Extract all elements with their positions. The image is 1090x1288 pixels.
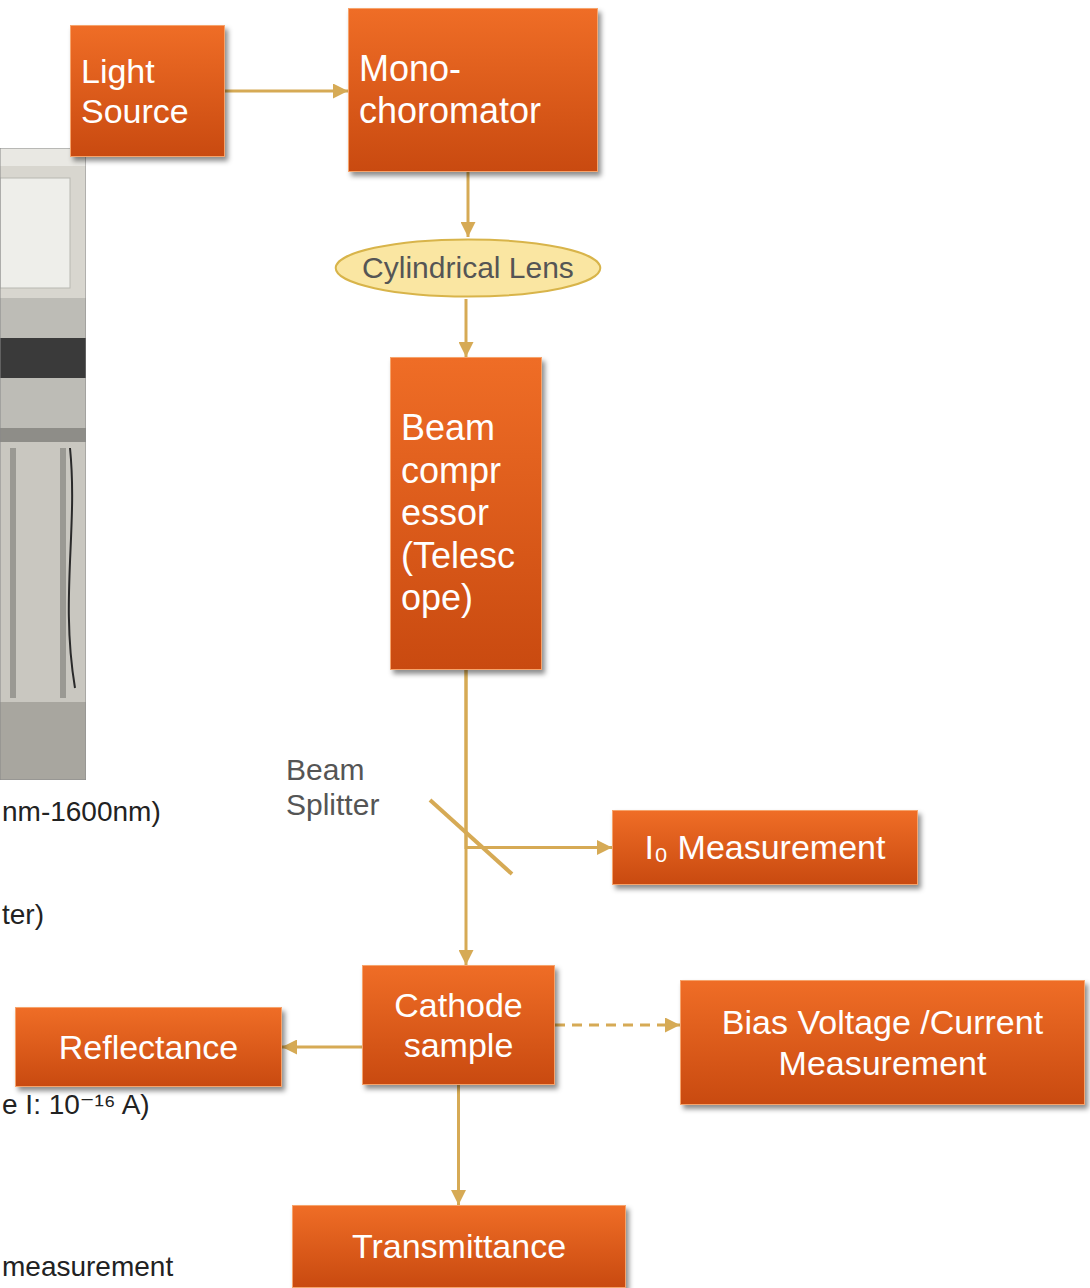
photo-device bbox=[0, 338, 86, 378]
photo-cable bbox=[69, 448, 75, 688]
source-box: Light Source bbox=[70, 25, 225, 157]
process-box: Mono- choromator bbox=[348, 8, 598, 172]
measurement-box: Transmittance bbox=[292, 1205, 626, 1288]
node-text: I₀ Measurement bbox=[645, 827, 886, 867]
lab-photo bbox=[0, 148, 86, 780]
cropped-note: e I: 10⁻¹⁶ A) bbox=[2, 1088, 262, 1121]
beam-splitter bbox=[430, 800, 512, 874]
node-text: Cathode sample bbox=[373, 985, 544, 1065]
cropped-note: ter) bbox=[2, 898, 262, 931]
sample-box: Cathode sample bbox=[362, 965, 555, 1085]
cropped-note: nm-1600nm) bbox=[2, 795, 262, 828]
photo-floor bbox=[0, 702, 86, 780]
beam-arrow bbox=[225, 90, 348, 93]
beam-arrow bbox=[555, 1024, 680, 1027]
beam-arrow bbox=[282, 1046, 362, 1049]
photo-table bbox=[0, 442, 86, 702]
beam-arrow bbox=[457, 1085, 460, 1205]
lens-ellipse: Cylindrical Lens bbox=[333, 237, 603, 299]
measurement-box: I₀ Measurement bbox=[612, 810, 918, 885]
measurement-box: Bias Voltage /Current Measurement bbox=[680, 980, 1085, 1105]
photo-table-leg bbox=[10, 448, 16, 698]
node-text: Light Source bbox=[81, 51, 214, 131]
process-box: Beam compr essor (Telesc ope) bbox=[390, 357, 542, 670]
photo-table-leg bbox=[60, 448, 66, 698]
node-text: Bias Voltage /Current Measurement bbox=[691, 1002, 1074, 1082]
beam-arrow bbox=[465, 670, 468, 965]
beam-arrow bbox=[465, 299, 468, 357]
photo-wall bbox=[0, 148, 86, 780]
photo-frame bbox=[0, 148, 86, 780]
component-label: Beam Splitter bbox=[286, 752, 418, 823]
measurement-box: Reflectance bbox=[15, 1007, 282, 1087]
lens-ellipse-shape bbox=[336, 239, 601, 296]
beam-arrow bbox=[467, 172, 470, 237]
photo-table-top bbox=[0, 428, 86, 442]
node-text: Cylindrical Lens bbox=[362, 250, 574, 285]
node-text: Transmittance bbox=[352, 1226, 566, 1266]
node-text: Reflectance bbox=[59, 1027, 239, 1067]
photo-panel bbox=[0, 178, 70, 288]
beam-arrow bbox=[466, 670, 612, 848]
node-text: Mono- choromator bbox=[359, 48, 587, 133]
photo-instrument bbox=[0, 298, 86, 428]
cropped-note: measurement bbox=[2, 1250, 262, 1283]
node-text: Beam compr essor (Telesc ope) bbox=[401, 407, 531, 619]
